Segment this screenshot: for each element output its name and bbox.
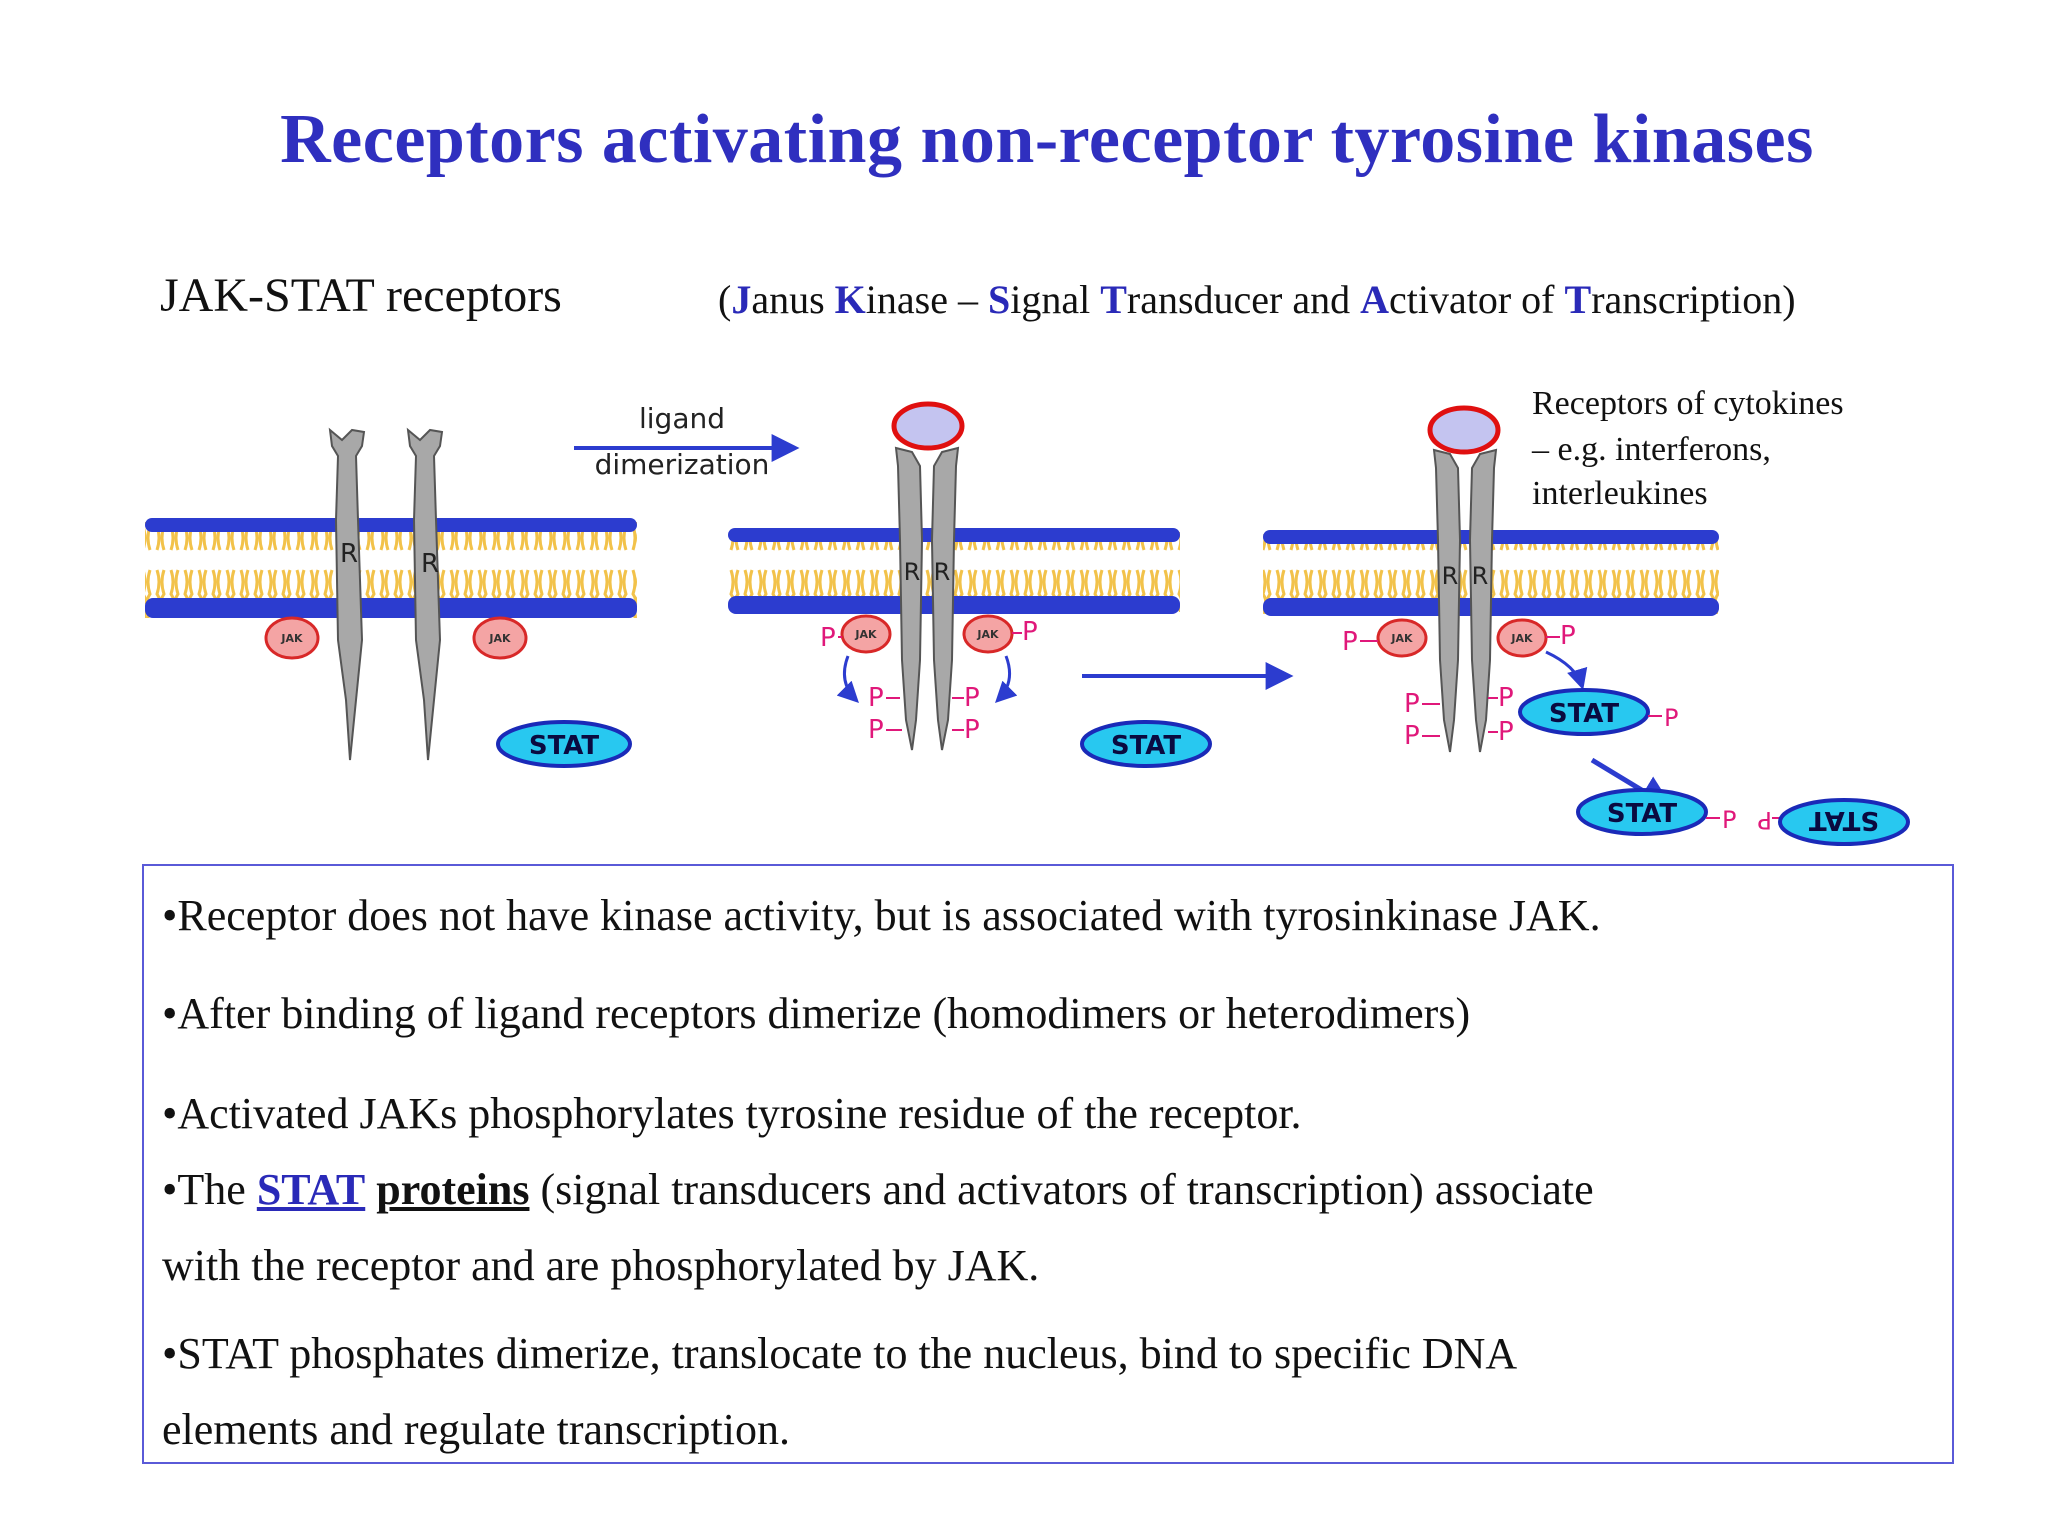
stat-label-flipped: STAT [1809, 805, 1880, 835]
phosphate-label: P [1560, 621, 1576, 651]
bullet-5-line1: •STAT phosphates dimerize, translocate t… [162, 1329, 1518, 1378]
bullet-4: •The STAT proteins (signal transducers a… [162, 1160, 1594, 1219]
expansion-letter-t2: T [1564, 277, 1592, 322]
phosphate-label: P [1022, 617, 1038, 647]
stat-label: STAT [1111, 731, 1182, 761]
expansion-open: ( [718, 277, 732, 322]
expansion-letter-a: A [1360, 277, 1390, 322]
stat-proteins-link[interactable]: STAT [256, 1165, 366, 1214]
phosphate-label: P [964, 683, 980, 713]
expansion-word-signal: ignal [1010, 277, 1101, 322]
membrane-inner-2 [728, 596, 1180, 614]
expansion-word-transducer: ransducer and [1126, 277, 1361, 322]
jak-label: JAK [1510, 632, 1533, 645]
arrow-label-dimerization: dimerization [595, 448, 770, 481]
bullet-1: •Receptor does not have kinase activity,… [162, 891, 1601, 940]
phosphate-label: P [1664, 704, 1678, 732]
membrane-panel-1 [145, 518, 637, 618]
jak-panel3-left: JAK [1376, 618, 1428, 658]
description-box: •Receptor does not have kinase activity,… [142, 864, 1954, 1464]
bullet-4-line2: with the receptor and are phosphorylated… [162, 1241, 1040, 1290]
ligand-panel2 [891, 401, 965, 451]
expansion-word-transcription: ranscription [1591, 277, 1783, 322]
jak-panel3-right: JAK [1496, 618, 1548, 658]
jak-panel2-left: JAK [840, 614, 892, 654]
receptor-dimer-panel2: R R [894, 446, 960, 751]
cytokine-note: Receptors of cytokines – e.g. interferon… [1531, 385, 1844, 512]
stat-dimer: STAT P P STAT [1576, 788, 1910, 846]
cytokine-note-line3: interleukines [1532, 475, 1708, 512]
ligand-panel3 [1427, 405, 1501, 455]
phosphate-label: P [964, 715, 980, 745]
expansion-word-janus: anus [751, 277, 835, 322]
jak-label: JAK [1390, 632, 1413, 645]
receptor-monomer-left: R [328, 427, 366, 761]
receptor-label: R [904, 558, 921, 586]
jak-stat-diagram: R R JAK JAK STAT ligand dimerization [145, 385, 1910, 846]
phospho-panel3: P P P P P P [1342, 621, 1588, 751]
cytokine-note-line1: Receptors of cytokines [1532, 385, 1844, 422]
expansion-word-kinase: inase – [865, 277, 988, 322]
receptor-monomer-right: R [406, 427, 444, 761]
jak-panel1-left: JAK [264, 616, 320, 660]
arrow-ligand-dimerization: ligand dimerization [574, 402, 800, 481]
expansion-letter-j: J [731, 277, 752, 322]
stat-panel2: STAT [1080, 720, 1212, 768]
phosphate-label: P [1722, 806, 1736, 834]
section-subtitle: JAK-STAT receptors [160, 269, 562, 322]
receptor-label: R [1472, 562, 1489, 590]
phosphate-label-flipped: P [1758, 806, 1772, 834]
receptor-label: R [421, 549, 439, 579]
stat-panel1: STAT [496, 720, 632, 768]
phosphate-label: P [820, 623, 836, 653]
jak-label: JAK [976, 628, 999, 641]
jak-panel1-right: JAK [472, 616, 528, 660]
bullet-4-rest: (signal transducers and activators of tr… [529, 1165, 1594, 1214]
stat-label: STAT [1549, 699, 1620, 729]
phosphate-label: P [1498, 717, 1514, 747]
phosphate-label: P [1404, 689, 1420, 719]
receptor-label: R [340, 539, 358, 569]
phosphate-label: P [1342, 627, 1358, 657]
cytokine-note-line2: – e.g. interferons, [1531, 431, 1771, 468]
stat-label: STAT [1607, 799, 1678, 829]
expansion-word-activator: ctivator of [1389, 277, 1565, 322]
acronym-expansion: (Janus Kinase – Signal Transducer and Ac… [718, 276, 1796, 323]
phosphate-label: P [868, 715, 884, 745]
jak-label: JAK [488, 632, 511, 645]
bullet-4-prefix: •The [162, 1165, 257, 1214]
membrane-inner-1 [145, 598, 637, 618]
expansion-close: ) [1782, 277, 1796, 322]
bullet-2: •After binding of ligand receptors dimer… [162, 989, 1471, 1038]
stat-bound-panel3: STAT P [1518, 688, 1678, 736]
jak-panel2-right: JAK [962, 614, 1014, 654]
arrow-label-ligand: ligand [639, 402, 725, 435]
stat-label: STAT [529, 731, 600, 761]
receptor-label: R [1442, 562, 1459, 590]
phosphate-label: P [1404, 721, 1420, 751]
membrane-outer-1 [145, 518, 637, 532]
phosphate-label: P [1498, 683, 1514, 713]
slide-title: Receptors activating non-receptor tyrosi… [280, 101, 1814, 178]
expansion-letter-s: S [987, 277, 1011, 322]
receptor-label: R [934, 558, 951, 586]
jak-label: JAK [280, 632, 303, 645]
receptor-dimer-panel3: R R [1432, 448, 1498, 753]
phospho-panel2: P P P P P P [820, 617, 1038, 745]
jak-label: JAK [854, 628, 877, 641]
bullet-3: •Activated JAKs phosphorylates tyrosine … [162, 1089, 1302, 1138]
phosphate-label: P [868, 683, 884, 713]
expansion-letter-k: K [834, 277, 866, 322]
bullet-4-proteins: proteins [376, 1165, 530, 1214]
expansion-letter-t1: T [1100, 277, 1127, 322]
bullet-5-line2: elements and regulate transcription. [162, 1405, 790, 1454]
